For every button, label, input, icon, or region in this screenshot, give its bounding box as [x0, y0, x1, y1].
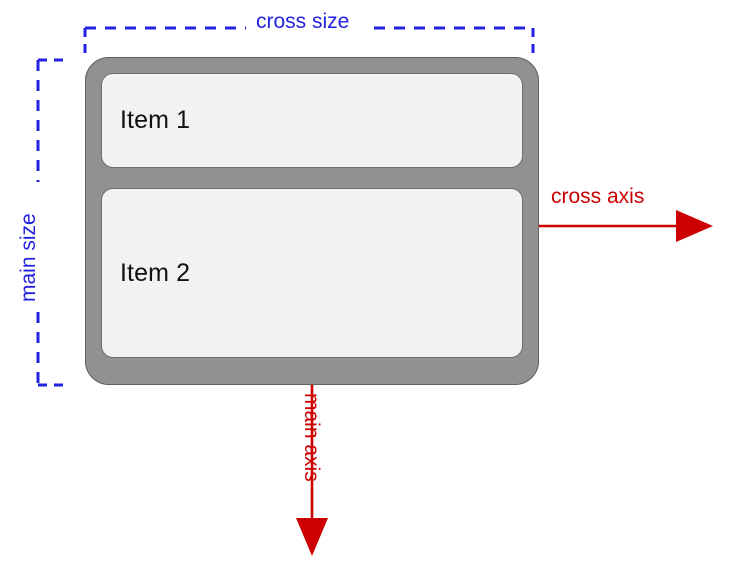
cross-axis-label: cross axis: [551, 185, 645, 208]
main-size-bracket: [36, 58, 67, 387]
cross-axis-arrowhead: [676, 210, 713, 242]
flex-container: Item 1 Item 2: [85, 57, 539, 385]
flex-item-1: Item 1: [101, 73, 523, 168]
flex-item-gap: [101, 168, 523, 188]
flex-item-2: Item 2: [101, 188, 523, 358]
cross-size-label: cross size: [256, 10, 350, 33]
cross-size-bracket: [83, 26, 535, 53]
main-size-label: main size: [17, 213, 40, 302]
main-axis-label: main axis: [300, 393, 323, 482]
flex-item-2-label: Item 2: [120, 258, 191, 287]
main-axis-arrowhead: [296, 518, 328, 556]
flex-item-1-label: Item 1: [120, 106, 191, 134]
